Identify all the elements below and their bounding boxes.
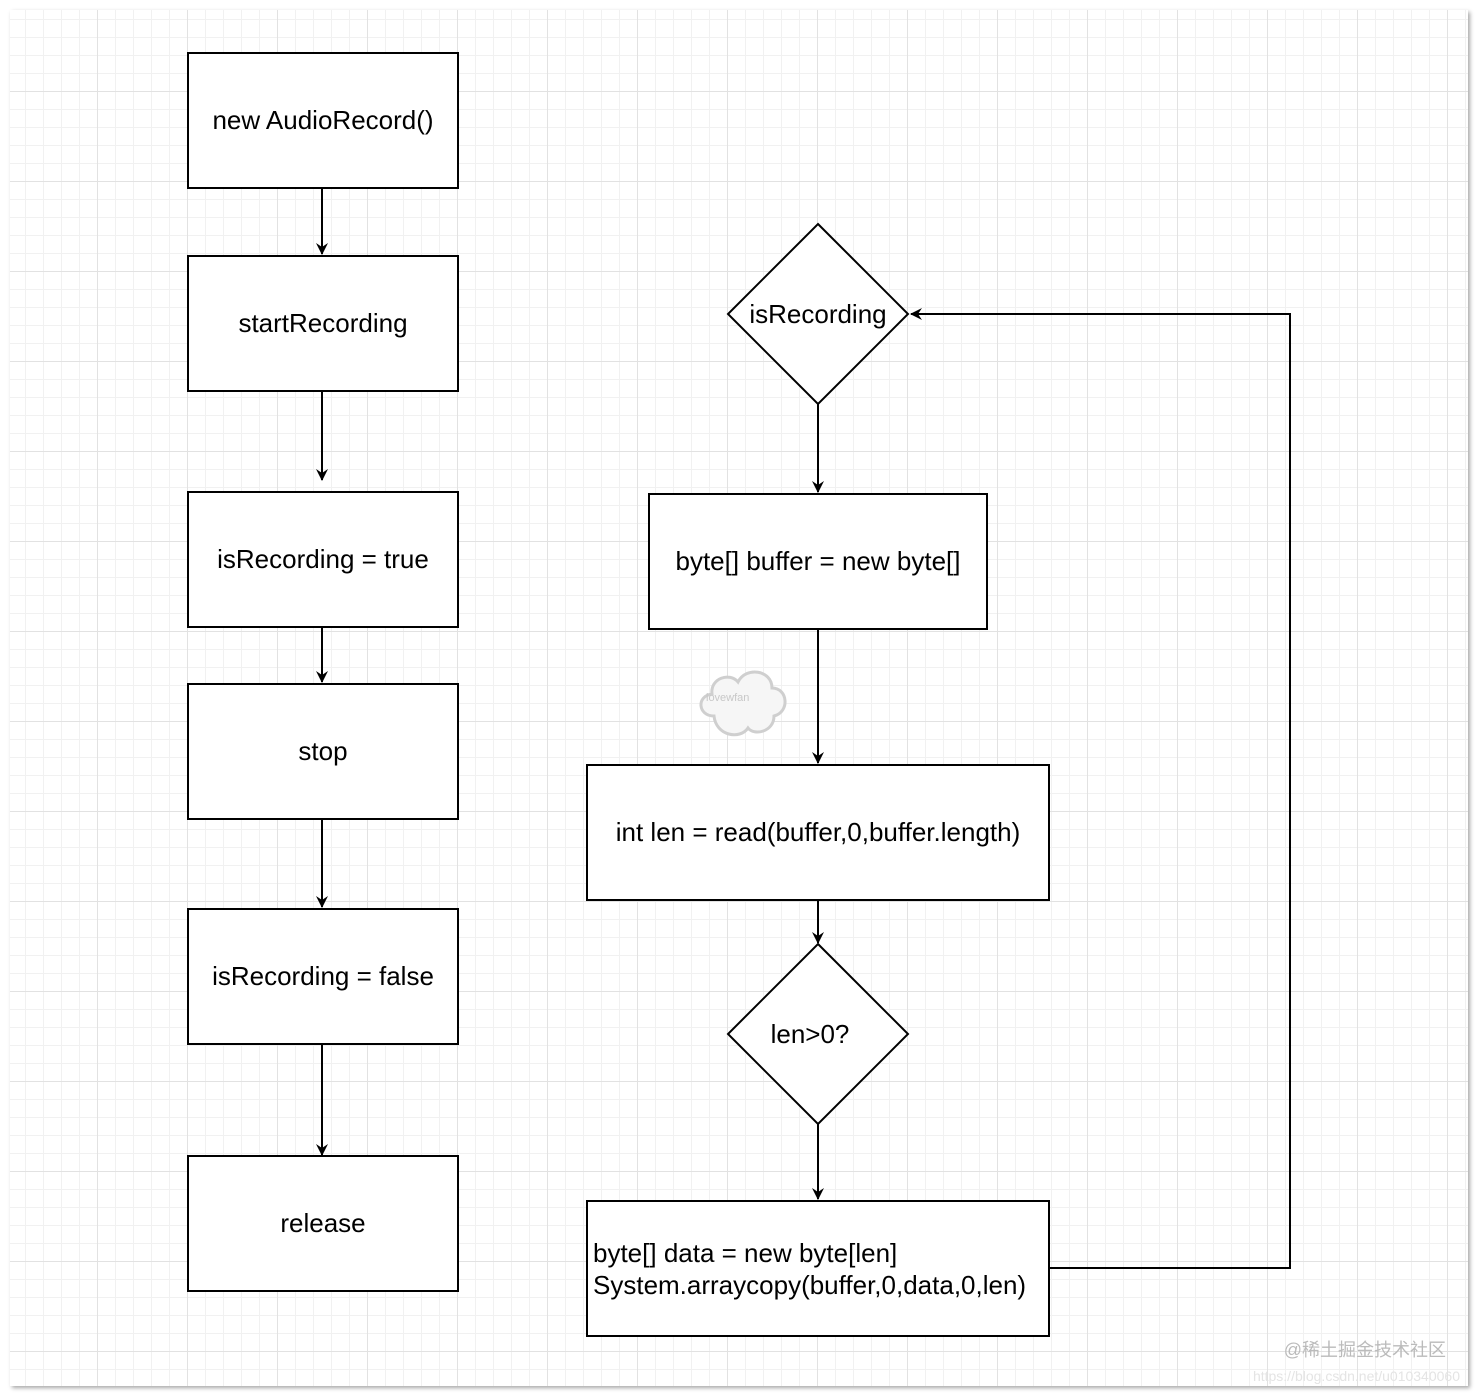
- node-new-audiorecord: new AudioRecord(): [187, 52, 459, 189]
- decision-len-check-label: len>0?: [770, 1018, 850, 1049]
- node-isrecording-false: isRecording = false: [187, 908, 459, 1045]
- node-label: isRecording = false: [212, 961, 434, 991]
- node-buffer-alloc: byte[] buffer = new byte[]: [648, 493, 988, 630]
- node-release: release: [187, 1155, 459, 1292]
- node-label: byte[] buffer = new byte[]: [675, 546, 961, 576]
- node-stop: stop: [187, 683, 459, 820]
- arrow-loop-back: [910, 308, 1291, 1269]
- node-start-recording: startRecording: [187, 255, 459, 392]
- node-label-line2: System.arraycopy(buffer,0,data,0,len): [593, 1269, 1027, 1300]
- cloud-watermark-text: lovewfan: [706, 692, 750, 704]
- site-watermark: @稀土掘金技术社区: [1283, 1340, 1446, 1360]
- url-watermark: https://blog.csdn.net/u010340060: [1252, 1368, 1460, 1384]
- node-label: stop: [298, 736, 348, 766]
- node-label: release: [280, 1208, 366, 1238]
- cloud-watermark-icon: [699, 670, 787, 737]
- node-label: startRecording: [238, 308, 408, 338]
- node-isrecording-true: isRecording = true: [187, 491, 459, 628]
- node-read-call: int len = read(buffer,0,buffer.length): [586, 764, 1050, 901]
- node-array-copy: byte[] data = new byte[len] System.array…: [586, 1200, 1050, 1337]
- node-label: isRecording = true: [217, 544, 429, 574]
- node-label-line1: byte[] data = new byte[len]: [593, 1237, 898, 1268]
- node-label: int len = read(buffer,0,buffer.length): [615, 817, 1021, 847]
- node-label: new AudioRecord(): [212, 105, 434, 135]
- decision-isrecording-label: isRecording: [749, 298, 887, 329]
